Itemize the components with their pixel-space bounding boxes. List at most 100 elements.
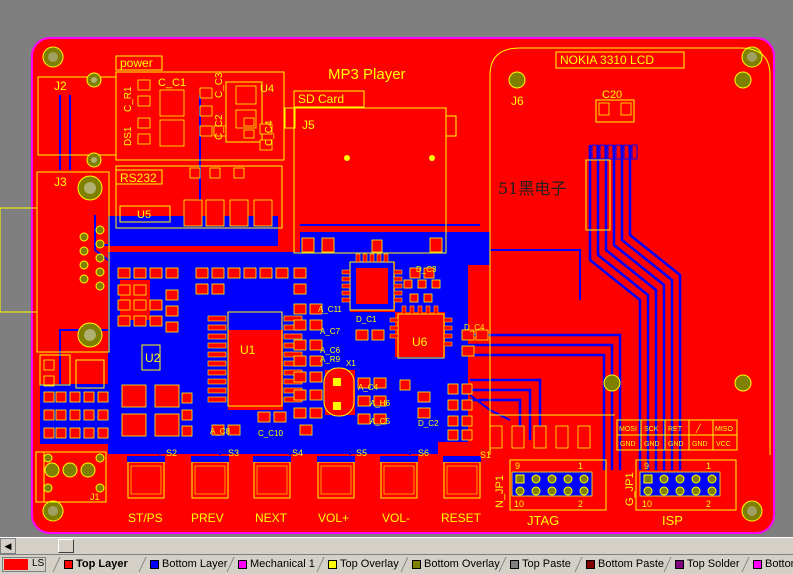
designator-d-c1: D_C1 (356, 315, 377, 324)
pcb-canvas[interactable]: MP3 Player power SD Card RS232 NOKIA 331… (0, 0, 793, 537)
designator-u4: U4 (260, 83, 274, 95)
x1-crystal (323, 367, 431, 425)
layer-swatch (150, 560, 159, 569)
isp-label-mosi: MOSI (619, 426, 637, 433)
tab-mechanical-1[interactable]: Mechanical 1 (236, 557, 315, 572)
scroll-thumb[interactable] (58, 539, 74, 553)
tab-label: Top Overlay (340, 558, 399, 570)
tab-label: Bottom Layer (162, 558, 228, 570)
button-label-st-ps: ST/PS (128, 511, 163, 525)
designator-j1: J1 (90, 492, 100, 502)
designator-s6: S6 (418, 448, 429, 458)
designator-j2: J2 (54, 79, 67, 93)
rs232-label: RS232 (120, 171, 157, 185)
j6-lcd (489, 47, 771, 455)
u6-ic (355, 305, 489, 359)
designator-x1: X1 (346, 359, 356, 368)
push-buttons (127, 456, 481, 499)
current-layer-label: LS (32, 558, 45, 569)
right-passives (447, 383, 591, 449)
designator-d-c4: D_C4 (464, 323, 485, 332)
designator-ds1: DS1 (123, 126, 134, 146)
jtag-label: JTAG (527, 513, 559, 528)
u1-ic (207, 311, 303, 407)
isp-label-sck: SCK (644, 426, 659, 433)
jtag-pin-10: 10 (514, 499, 524, 509)
tab-bottom-solder[interactable]: Bottom Solder (751, 557, 793, 572)
isp-pin-9: 9 (644, 461, 649, 471)
j3-db9-connector (0, 171, 110, 353)
layer-swatch (412, 560, 421, 569)
isp-label-gnd-1: GND (620, 441, 636, 448)
isp-label-gnd-3: GND (668, 441, 684, 448)
designator-c-c1: C_C1 (158, 77, 186, 89)
isp-pin-10: 10 (642, 499, 652, 509)
tab-label: Top Paste (522, 558, 571, 570)
designator-s3: S3 (228, 448, 239, 458)
scroll-left-arrow-icon[interactable]: ◀ (0, 538, 16, 554)
designator-s2: S2 (166, 448, 177, 458)
tab-top-overlay[interactable]: Top Overlay (326, 557, 399, 572)
designator-s4: S4 (292, 448, 303, 458)
tab-top-layer[interactable]: Top Layer (62, 557, 128, 572)
designator-j3: J3 (54, 175, 67, 189)
isp-label-box (616, 419, 738, 451)
isp-label-ret: RET (668, 426, 683, 433)
designator-d-c2: D_C2 (418, 419, 439, 428)
j2-power-jack (37, 55, 285, 168)
isp-label-gnd-2: GND (644, 441, 660, 448)
designator-s1: S1 (480, 450, 491, 460)
button-label-vol-up: VOL+ (318, 511, 349, 525)
tab-bottom-paste[interactable]: Bottom Paste (584, 557, 664, 572)
jtag-pin-2: 2 (578, 499, 583, 509)
tab-top-solder[interactable]: Top Solder (673, 557, 740, 572)
jtag-pin-1: 1 (578, 461, 583, 471)
layer-swatch (328, 560, 337, 569)
button-label-vol-down: VOL- (382, 511, 410, 525)
tab-label: Bottom Solder (765, 558, 793, 570)
mid-passives (195, 267, 323, 436)
tab-top-paste[interactable]: Top Paste (508, 557, 571, 572)
horizontal-scrollbar[interactable]: ◀ (0, 537, 793, 554)
rs232-section (115, 165, 283, 229)
designator-c-c3: C_C3 (214, 72, 225, 98)
button-label-prev: PREV (191, 511, 224, 525)
j5-sd-card (284, 90, 457, 254)
designator-a-c5: A_C5 (370, 417, 391, 426)
designator-g-jp1: G_JP1 (624, 472, 636, 506)
tab-label: Bottom Overlay (424, 558, 500, 570)
layer-swatch (586, 560, 595, 569)
designator-a-h6: A_H6 (370, 399, 391, 408)
board-title: MP3 Player (328, 66, 406, 83)
layer-swatch (510, 560, 519, 569)
mounting-holes (42, 46, 763, 522)
designator-j5: J5 (302, 118, 315, 132)
designator-u1: U1 (240, 343, 256, 357)
designator-c-c10: C_C10 (258, 429, 283, 438)
tab-bottom-layer[interactable]: Bottom Layer (148, 557, 227, 572)
sd-card-label: SD Card (298, 92, 344, 106)
designator-c-r1: C_R1 (123, 86, 134, 112)
isp-label-slash: ╱ (695, 423, 702, 433)
tab-label: Top Solder (687, 558, 740, 570)
isp-pin-2: 2 (706, 499, 711, 509)
far-left-passives (39, 354, 109, 439)
j1-connector (35, 451, 107, 503)
lcd-label: NOKIA 3310 LCD (560, 53, 654, 67)
isp-label-vcc: VCC (716, 441, 731, 448)
designator-a-c8: A_C8 (210, 427, 231, 436)
designator-u2: U2 (145, 351, 161, 365)
designator-a-r9: A_R9 (320, 355, 341, 364)
designator-u6: U6 (412, 335, 428, 349)
designator-c-c2: C_C2 (214, 114, 225, 140)
jtag-header (509, 459, 607, 511)
layer-swatch (675, 560, 684, 569)
power-label: power (120, 56, 153, 70)
current-layer-indicator[interactable]: LS (2, 557, 46, 572)
button-label-next: NEXT (255, 511, 288, 525)
designator-a-c6: A_C6 (320, 346, 341, 355)
button-label-reset: RESET (441, 511, 482, 525)
designator-c-c4: C_C4 (264, 120, 275, 146)
designator-d-c3: D_C3 (416, 265, 437, 274)
tab-bottom-overlay[interactable]: Bottom Overlay (410, 557, 500, 572)
